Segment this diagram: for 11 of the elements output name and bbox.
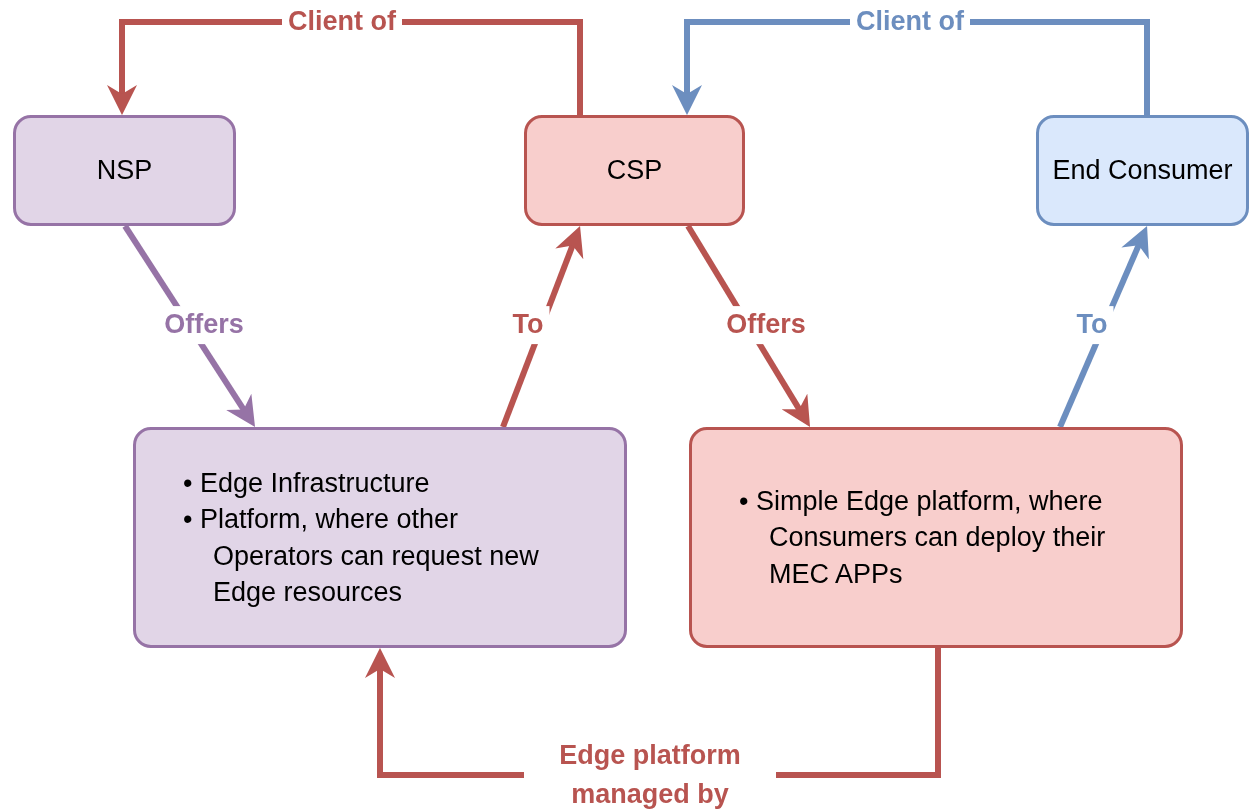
process-box: [13, 115, 236, 226]
bullet-item: • Platform, where other Operators can request new Edge resources: [183, 503, 540, 609]
node-label: NSP: [96, 155, 153, 186]
node-label: CSP: [606, 155, 663, 186]
process-box: [1036, 115, 1249, 226]
process-box: [689, 427, 1183, 648]
bullet-item: • Simple Edge platform, where Consumers can deploy their MEC APPs: [739, 484, 1107, 591]
process-box: [524, 115, 745, 226]
bullet-item: • Edge Infrastructure: [183, 466, 431, 500]
process-box: [133, 427, 627, 648]
node-label: End Consumer: [1052, 155, 1233, 186]
